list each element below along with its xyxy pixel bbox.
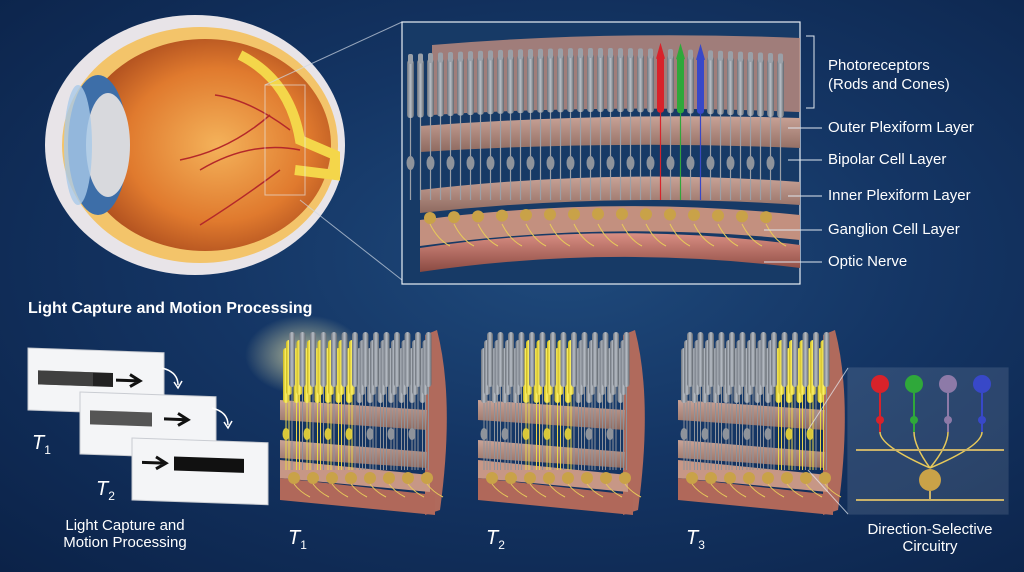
frame-label-t1: T1 xyxy=(288,527,307,552)
circuit-caption: Direction-Selective Circuitry xyxy=(867,521,993,556)
label-optic-nerve: Optic Nerve xyxy=(828,253,908,270)
magnified-retina xyxy=(401,21,801,285)
label-photoreceptors-sub: (Rods and Cones) xyxy=(828,76,950,93)
label-ganglion: Ganglion Cell Layer xyxy=(828,221,960,238)
stimulus-label-t1: T1 xyxy=(32,432,51,457)
left-caption: Light Capture and Motion Processing xyxy=(63,517,187,552)
label-photoreceptors: Photoreceptors xyxy=(828,57,930,74)
frame-label-t2: T2 xyxy=(486,527,505,552)
stimulus-label-t2: T2 xyxy=(96,478,115,503)
eye-cross-section xyxy=(45,15,345,275)
retina-block-t2 xyxy=(478,330,645,515)
label-outer-plexiform: Outer Plexiform Layer xyxy=(828,119,974,136)
stimulus-frames xyxy=(27,347,269,506)
frame-label-t3: T3 xyxy=(686,527,705,552)
label-inner-plexiform: Inner Plexiform Layer xyxy=(828,187,971,204)
retina-block-t3 xyxy=(678,330,845,515)
direction-selective-circuit xyxy=(807,367,1009,515)
label-leaders xyxy=(764,35,822,263)
label-bipolar: Bipolar Cell Layer xyxy=(828,151,947,168)
retina-block-t1 xyxy=(280,330,447,515)
section-title: Light Capture and Motion Processing xyxy=(28,300,313,317)
